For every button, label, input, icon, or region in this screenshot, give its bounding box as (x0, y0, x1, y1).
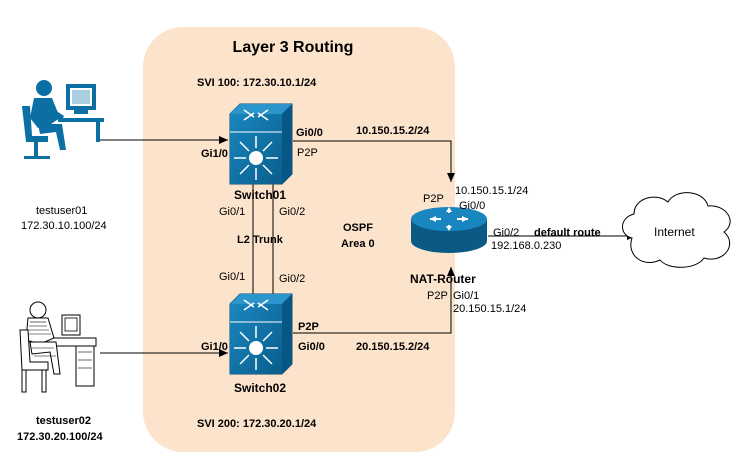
user-workstation-icon (22, 80, 104, 159)
router-right-ip: 192.168.0.230 (491, 240, 561, 252)
user1[interactable]: testuser01 172.30.10.100/24 (21, 80, 107, 232)
layer3-switch-icon (229, 293, 293, 375)
internet[interactable]: Internet (622, 192, 731, 268)
router-top-ip: 10.150.15.1/24 (455, 185, 528, 197)
switch01[interactable]: Switch01 Gi1/0 Gi0/0 P2P Gi0/1 Gi0/2 (201, 103, 323, 218)
user1-name: testuser01 (36, 205, 87, 217)
link-switch01-router (293, 140, 455, 182)
internet-label: Internet (654, 225, 695, 239)
user2[interactable]: testuser02 172.30.20.100/24 (17, 301, 104, 443)
router-icon (411, 207, 487, 253)
router-right-port: Gi0/2 (493, 227, 519, 239)
trunk-label: L2 Trunk (237, 234, 284, 246)
switch02-port-right: Gi0/0 (298, 341, 325, 353)
switch02-port-left: Gi1/0 (201, 341, 228, 353)
ospf-area-label: Area 0 (341, 238, 375, 250)
user-workstation-icon (19, 301, 97, 393)
switch01-port-left: Gi1/0 (201, 148, 228, 160)
layer3-zone (143, 27, 455, 452)
router-bottom-port: Gi0/1 (453, 290, 479, 302)
links (98, 136, 636, 357)
switch01-p2p: P2P (297, 147, 318, 159)
switch01-port-down-right: Gi0/2 (279, 206, 305, 218)
svi-top-label: SVI 100: 172.30.10.1/24 (197, 77, 317, 89)
switch02-port-up-right: Gi0/2 (279, 273, 305, 285)
router-top-port: Gi0/0 (459, 200, 485, 212)
router-bottom-ip: 20.150.15.1/24 (453, 303, 526, 315)
switch01-port-down-left: Gi0/1 (219, 206, 245, 218)
switch01-port-right: Gi0/0 (296, 127, 323, 139)
ospf-label: OSPF (343, 222, 373, 234)
sw2-router-ip: 20.150.15.2/24 (356, 341, 430, 353)
switch02[interactable]: Switch02 Gi1/0 Gi0/0 P2P Gi0/1 Gi0/2 (201, 271, 325, 395)
svi-bottom-label: SVI 200: 172.30.20.1/24 (197, 418, 317, 430)
nat-router[interactable]: NAT-Router P2P 10.150.15.1/24 Gi0/0 Gi0/… (410, 185, 561, 315)
router-top-p2p: P2P (423, 193, 444, 205)
user2-name: testuser02 (36, 415, 91, 427)
switch02-name: Switch02 (234, 381, 286, 395)
router-name: NAT-Router (410, 272, 476, 286)
user2-ip: 172.30.20.100/24 (17, 431, 104, 443)
default-route-label: default route (534, 227, 601, 239)
switch01-name: Switch01 (234, 188, 286, 202)
cloud-icon (622, 192, 731, 268)
link-switch02-router (293, 267, 455, 334)
switch02-port-up-left: Gi0/1 (219, 271, 245, 283)
switch02-p2p: P2P (298, 321, 319, 333)
zone-title: Layer 3 Routing (233, 39, 354, 56)
user1-ip: 172.30.10.100/24 (21, 220, 107, 232)
router-bottom-p2p: P2P (427, 290, 448, 302)
layer3-switch-icon (229, 103, 293, 185)
sw1-router-ip: 10.150.15.2/24 (356, 125, 430, 137)
